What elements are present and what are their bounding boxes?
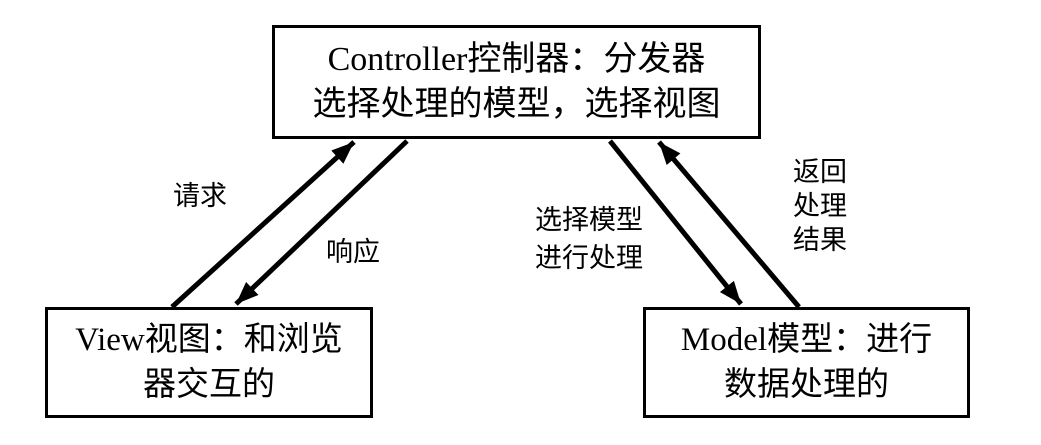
return-result-arrow-label: 返回 处理 结果 bbox=[793, 157, 847, 255]
response-arrow bbox=[234, 139, 409, 306]
request-arrow-label: 请求 bbox=[173, 181, 227, 211]
view-node: View视图：和浏览 器交互的 bbox=[45, 307, 373, 418]
request-arrow bbox=[170, 140, 356, 309]
controller-node: Controller控制器：分发器 选择处理的模型，选择视图 bbox=[272, 25, 761, 139]
select-model-arrow-label: 选择模型 进行处理 bbox=[535, 205, 643, 273]
select-model-arrow bbox=[608, 139, 743, 306]
return-result-arrow bbox=[657, 140, 801, 309]
response-arrow-label: 响应 bbox=[326, 237, 380, 267]
model-node: Model模型：进行 数据处理的 bbox=[643, 307, 970, 418]
